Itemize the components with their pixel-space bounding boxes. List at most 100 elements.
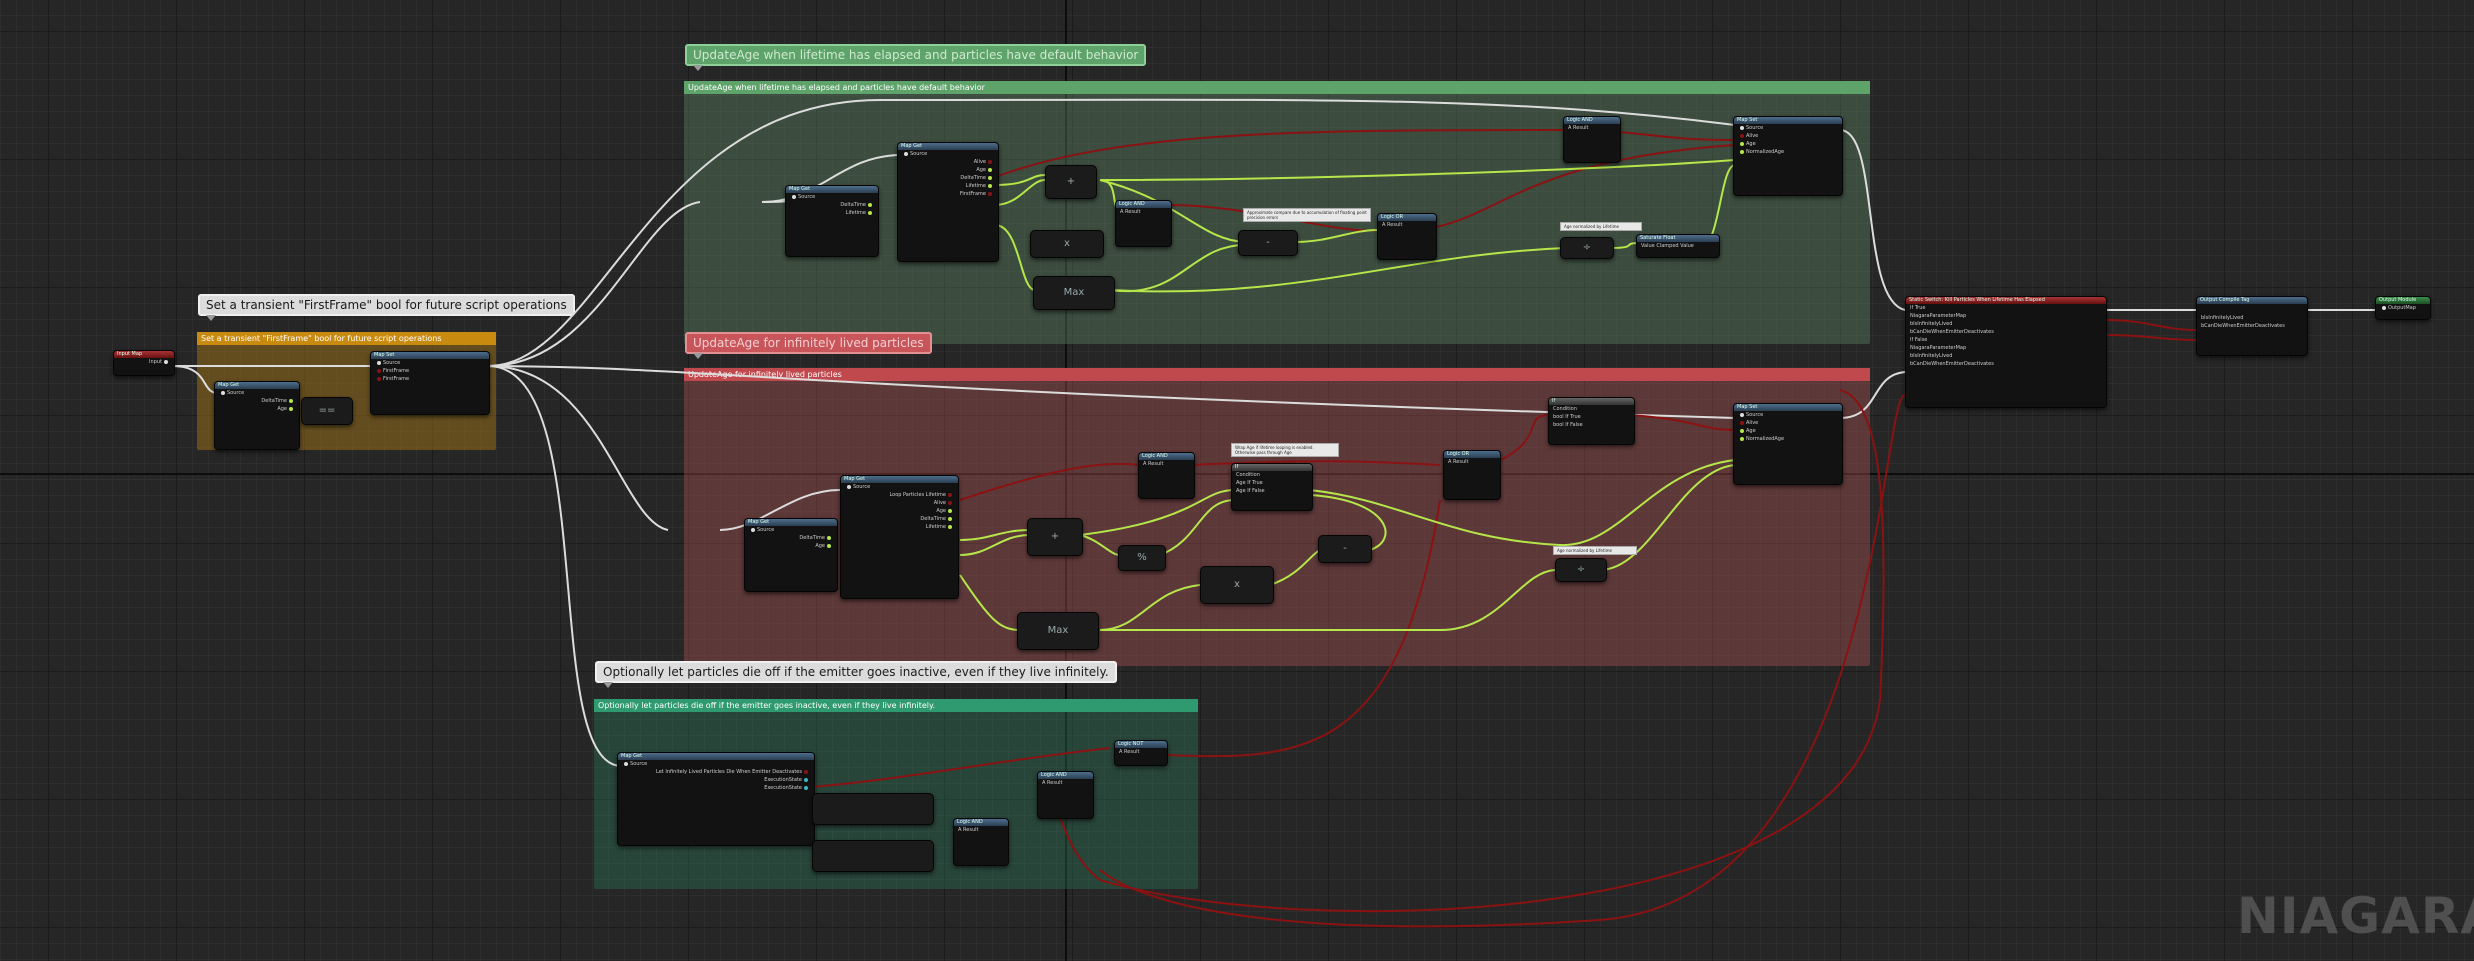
pin-icon[interactable]: [1740, 420, 1744, 425]
pin-icon[interactable]: [948, 500, 952, 505]
compare-node[interactable]: -: [1238, 230, 1298, 256]
pin-icon[interactable]: [948, 524, 952, 529]
static-switch-node[interactable]: Static Switch: Kill Particles When Lifet…: [1905, 296, 2107, 408]
logic-or-node[interactable]: Logic OR A Result: [1377, 213, 1437, 260]
output-module-node[interactable]: Output Module OutputMap: [2375, 296, 2431, 320]
pin-icon[interactable]: [1740, 428, 1744, 433]
pin-icon[interactable]: [751, 527, 755, 532]
pin-icon[interactable]: [624, 761, 628, 766]
select-node[interactable]: If Condition Age If True Age If False: [1231, 463, 1313, 511]
pin-icon[interactable]: [1740, 412, 1744, 417]
age-normalized-note: Age normalized by Lifetime: [1560, 222, 1642, 231]
pin-icon[interactable]: [377, 360, 381, 365]
pin-label: FirstFrame: [383, 376, 410, 382]
select-node[interactable]: If Condition bool If True bool If False: [1548, 397, 1635, 445]
pin-icon[interactable]: [988, 191, 992, 196]
pin-icon[interactable]: [2382, 305, 2386, 310]
pin-icon[interactable]: [289, 398, 293, 403]
logic-not-node[interactable]: Logic NOT A Result: [1114, 740, 1168, 766]
pin-icon[interactable]: [948, 516, 952, 521]
comment-bubble-update-age-default[interactable]: UpdateAge when lifetime has elapsed and …: [685, 44, 1147, 71]
pin-icon[interactable]: [1740, 149, 1744, 154]
saturate-node[interactable]: Saturate Float Value Clamped Value: [1636, 234, 1720, 258]
wire-white: [487, 365, 669, 531]
map-get-node[interactable]: Map Get Source Alive Age DeltaTime Lifet…: [897, 142, 999, 262]
pin-icon[interactable]: [948, 508, 952, 513]
equals-node[interactable]: ==: [301, 397, 353, 425]
pin-label: Age: [936, 508, 946, 514]
pin-icon[interactable]: [1740, 436, 1744, 441]
add-node[interactable]: +: [1027, 518, 1083, 556]
node-title: Logic OR: [1444, 451, 1500, 458]
pin-icon[interactable]: [868, 202, 872, 207]
pin-icon[interactable]: [792, 194, 796, 199]
pin-icon[interactable]: [804, 777, 808, 782]
pin-icon[interactable]: [988, 167, 992, 172]
pin-icon[interactable]: [988, 175, 992, 180]
logic-and-node[interactable]: Logic AND A Result: [1115, 200, 1172, 247]
max-node[interactable]: Max: [1017, 612, 1099, 650]
divide-node[interactable]: ÷: [1555, 558, 1607, 582]
node-title: Logic AND: [1038, 772, 1093, 779]
comment-bubble-emitter-inactive[interactable]: Optionally let particles die off if the …: [595, 661, 1117, 688]
pin-icon[interactable]: [868, 210, 872, 215]
logic-and-node[interactable]: Logic AND A Result: [1037, 771, 1094, 819]
wire-lime: [1079, 534, 1121, 556]
pin-icon[interactable]: [289, 406, 293, 411]
logic-or-node[interactable]: Logic OR A Result: [1443, 450, 1501, 500]
map-set-node[interactable]: Map Set Source FirstFrame FirstFrame: [370, 351, 490, 415]
pin-icon[interactable]: [1740, 141, 1744, 146]
pin-icon[interactable]: [827, 543, 831, 548]
map-get-node[interactable]: Map Get Source Let Infinitely Lived Part…: [617, 752, 815, 846]
pin-icon[interactable]: [948, 492, 952, 497]
logic-and-node[interactable]: Logic AND A Result: [1138, 452, 1195, 499]
multiply-node[interactable]: x: [1030, 230, 1104, 258]
pin-label: ExecutionState: [764, 777, 802, 783]
map-get-node[interactable]: Map Get Source DeltaTime Age: [214, 381, 300, 450]
pin-icon[interactable]: [847, 484, 851, 489]
map-get-node[interactable]: Map Get Source DeltaTime Age: [744, 518, 838, 592]
comment-bubble-first-frame[interactable]: Set a transient "FirstFrame" bool for fu…: [198, 294, 575, 321]
map-set-node[interactable]: Map Set Source Alive Age NormalizedAge: [1733, 403, 1843, 485]
subtract-node[interactable]: -: [1318, 535, 1372, 563]
wire-red: [1039, 389, 1885, 913]
pin-icon[interactable]: [377, 376, 381, 381]
multiply-node[interactable]: x: [1200, 566, 1274, 604]
modulo-node[interactable]: %: [1118, 545, 1166, 571]
pin-icon[interactable]: [377, 368, 381, 373]
pin-icon[interactable]: [988, 159, 992, 164]
map-set-node[interactable]: Map Set Source Alive Age NormalizedAge: [1733, 116, 1843, 196]
map-get-node[interactable]: Map Get Source DeltaTime Lifetime: [785, 185, 879, 257]
pin-icon[interactable]: [1740, 125, 1744, 130]
logic-and-node[interactable]: Logic AND A Result: [1563, 116, 1621, 163]
pin-label: bIsInfinitelyLived: [2201, 315, 2244, 321]
pin-label: bool If True: [1553, 414, 1581, 420]
pin-label: bCanDieWhenEmitterDeactivates: [1910, 361, 1994, 367]
comment-bubble-infinite-lived[interactable]: UpdateAge for infinitely lived particles: [685, 332, 932, 359]
pin-icon[interactable]: [1740, 133, 1744, 138]
pin-icon[interactable]: [988, 183, 992, 188]
op-label: +: [1066, 176, 1076, 187]
map-get-node[interactable]: Map Get Source Loop Particles Lifetime A…: [840, 475, 959, 599]
pin-icon[interactable]: [164, 359, 168, 364]
pin-icon[interactable]: [804, 785, 808, 790]
equals-node[interactable]: [812, 840, 934, 872]
add-node[interactable]: +: [1045, 165, 1097, 199]
op-label: x: [1234, 579, 1240, 590]
divide-node[interactable]: ÷: [1560, 237, 1614, 259]
pin-label: Age: [277, 406, 287, 412]
pin-label: Alive: [1746, 420, 1759, 426]
input-map-node[interactable]: Input Map Input: [113, 350, 175, 376]
pin-icon[interactable]: [804, 769, 808, 774]
pin-icon[interactable]: [827, 535, 831, 540]
output-compile-tag-node[interactable]: Output Compile Tag bIsInfinitelyLived bC…: [2196, 296, 2308, 356]
pin-icon[interactable]: [904, 151, 908, 156]
max-node[interactable]: Max: [1033, 276, 1115, 310]
equals-node[interactable]: [812, 793, 934, 825]
pin-label: Age: [1746, 428, 1756, 434]
pin-icon[interactable]: [221, 390, 225, 395]
op-label: %: [1137, 552, 1147, 563]
logic-or-node[interactable]: Logic AND A Result: [953, 818, 1009, 866]
op-label: Max: [1063, 287, 1085, 298]
